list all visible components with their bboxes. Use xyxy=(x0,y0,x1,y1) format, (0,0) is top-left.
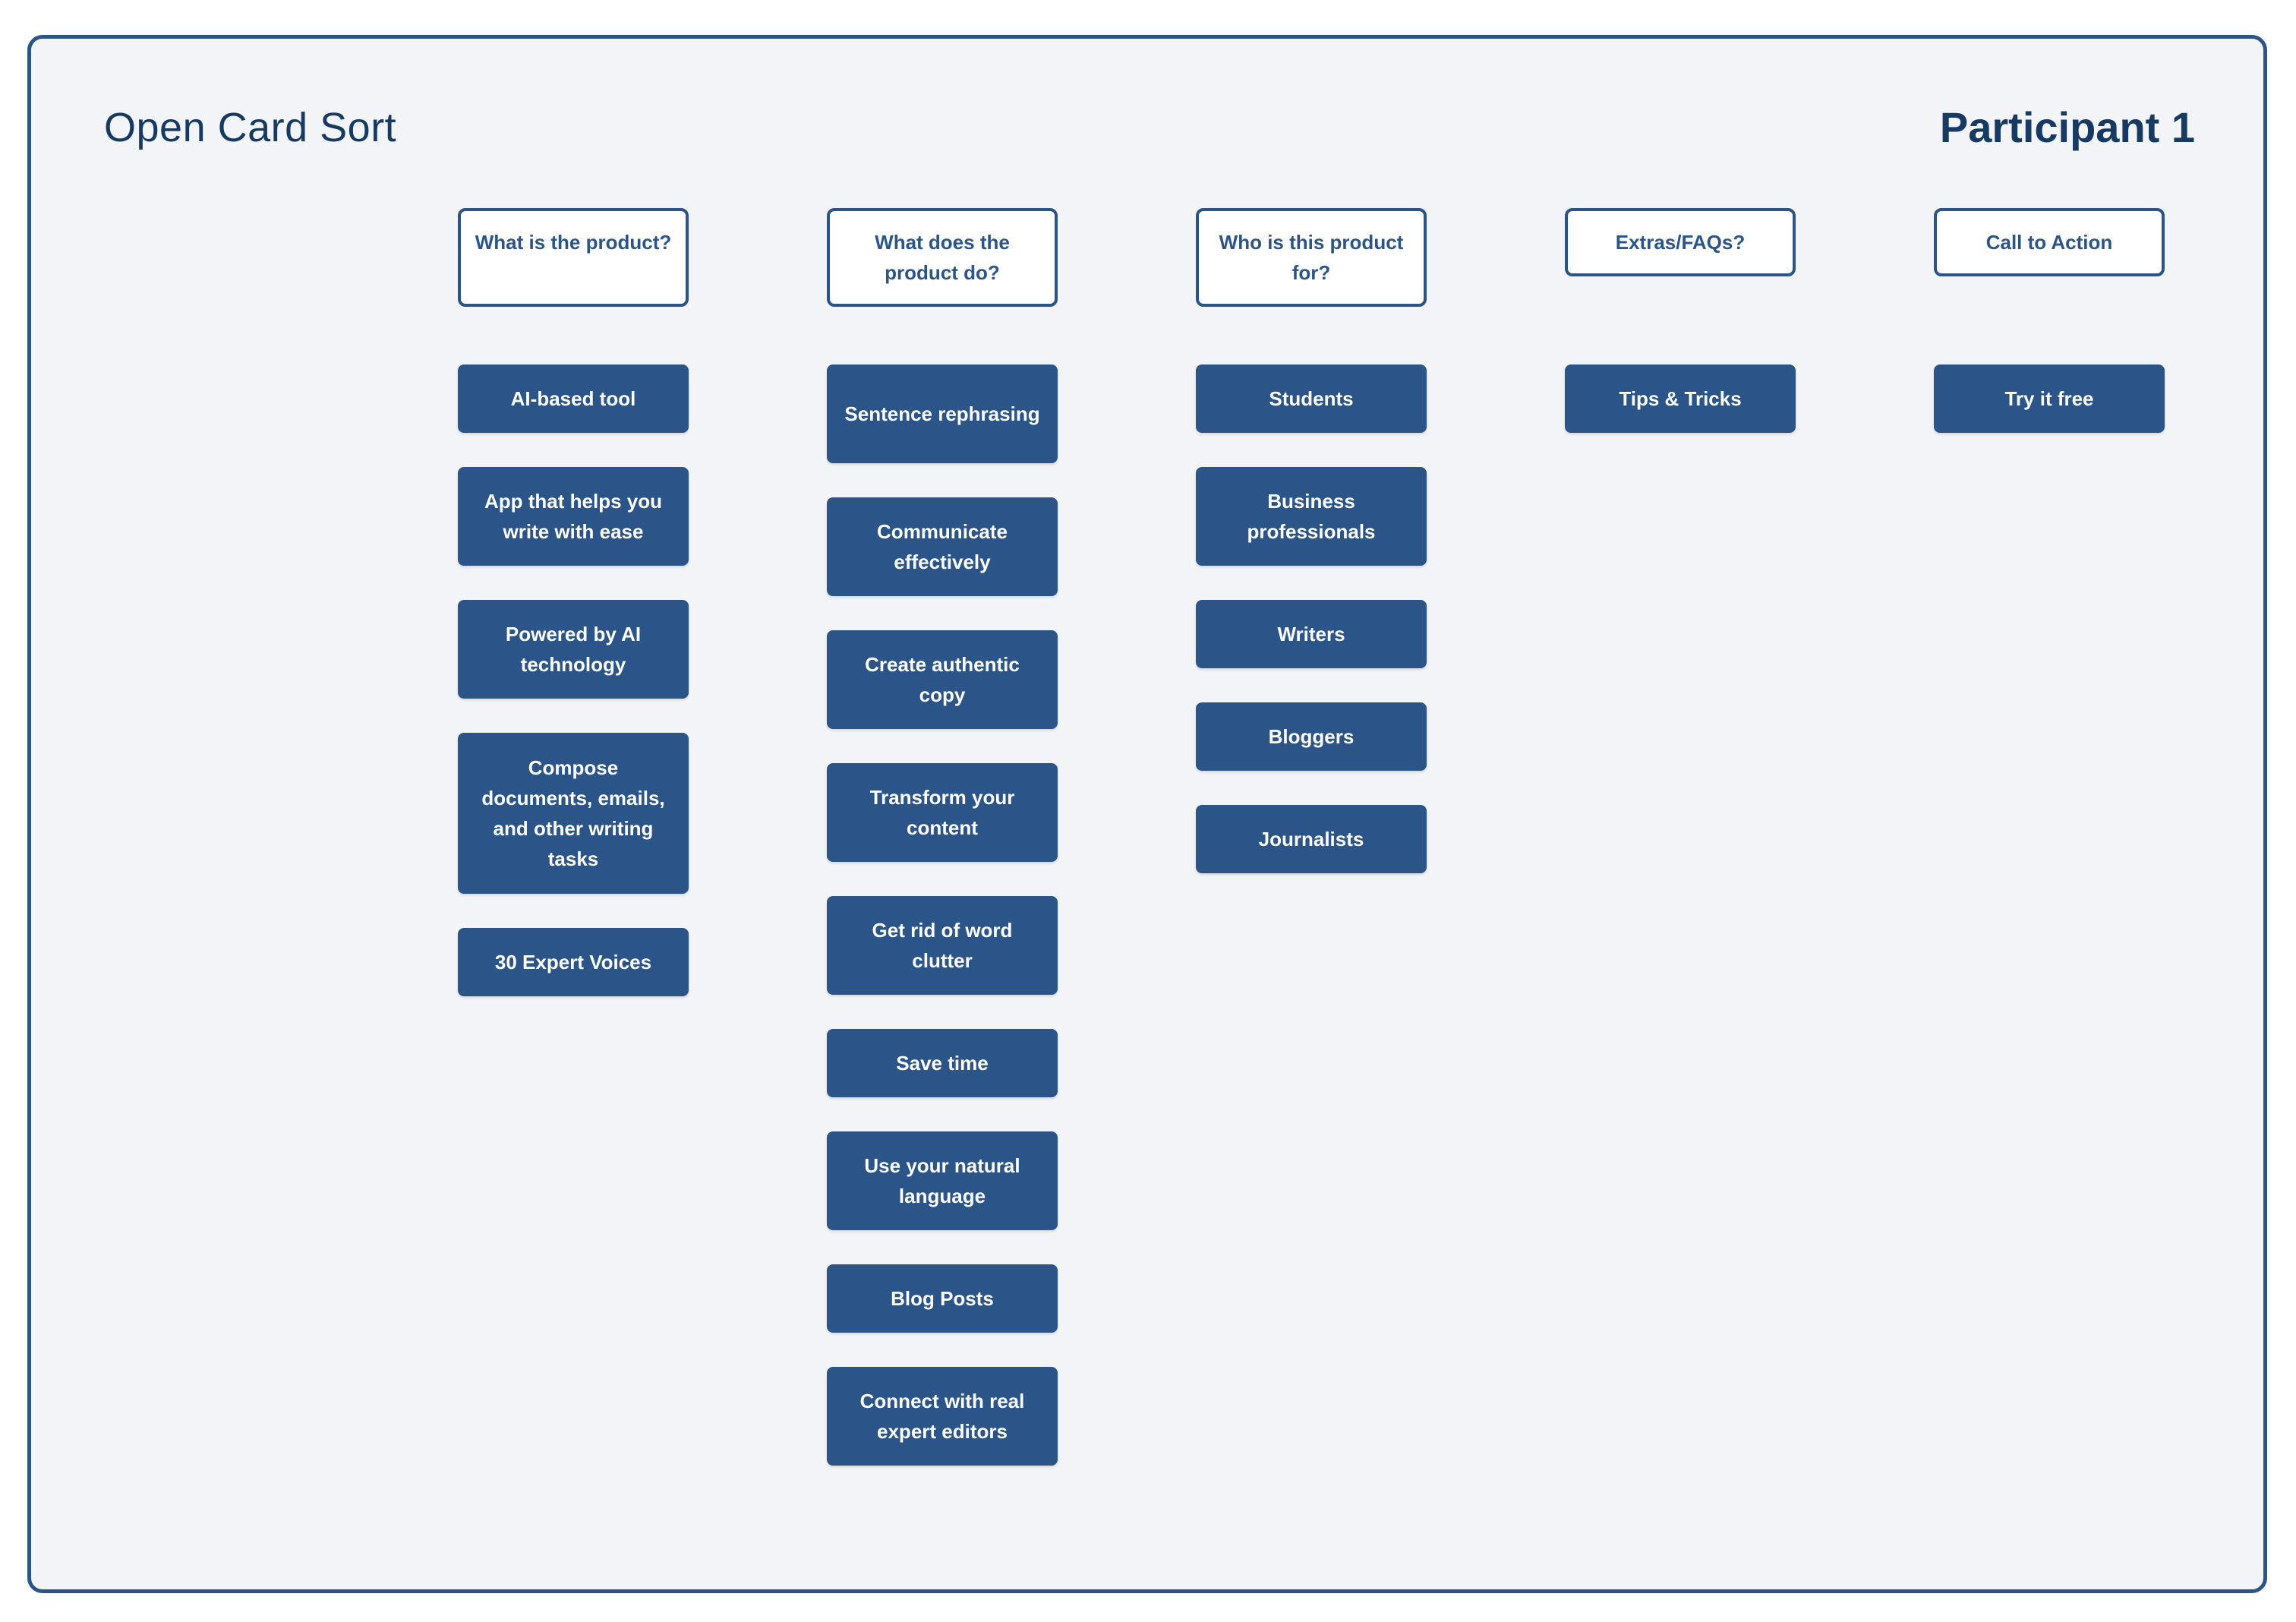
sort-card[interactable]: Connect with real expert editors xyxy=(827,1367,1058,1466)
card-stack: AI-based tool App that helps you write w… xyxy=(458,364,689,996)
sort-card[interactable]: Try it free xyxy=(1934,364,2165,433)
card-stack: Sentence rephrasing Communicate effectiv… xyxy=(827,364,1058,1466)
sort-card[interactable]: Compose documents, emails, and other wri… xyxy=(458,733,689,894)
category-header[interactable]: Call to Action xyxy=(1934,208,2165,276)
category-header[interactable]: Extras/FAQs? xyxy=(1565,208,1796,276)
category-header[interactable]: What does the product do? xyxy=(827,208,1058,307)
sort-card[interactable]: App that helps you write with ease xyxy=(458,467,689,566)
column-call-to-action: Call to Action Try it free xyxy=(1934,208,2165,433)
card-sort-board: Open Card Sort Participant 1 xyxy=(27,35,2267,1593)
sort-card[interactable]: Save time xyxy=(827,1029,1058,1097)
column-what-is-product: What is the product? AI-based tool App t… xyxy=(458,208,689,996)
board-title: Open Card Sort xyxy=(104,105,397,150)
sort-card[interactable]: Transform your content xyxy=(827,763,1058,862)
sort-card[interactable]: Blog Posts xyxy=(827,1264,1058,1333)
sort-card[interactable]: Writers xyxy=(1196,600,1427,668)
column-what-product-does: What does the product do? Sentence rephr… xyxy=(827,208,1058,1466)
sort-card[interactable]: Use your natural language xyxy=(827,1131,1058,1230)
sort-card[interactable]: Create authentic copy xyxy=(827,630,1058,729)
sort-card[interactable]: Journalists xyxy=(1196,805,1427,873)
sort-card[interactable]: Powered by AI technology xyxy=(458,600,689,699)
sort-card[interactable]: Sentence rephrasing xyxy=(827,364,1058,463)
participant-label: Participant 1 xyxy=(1939,103,2195,151)
sort-card[interactable]: Communicate effectively xyxy=(827,497,1058,596)
category-header[interactable]: What is the product? xyxy=(458,208,689,307)
sort-card[interactable]: Business professionals xyxy=(1196,467,1427,566)
column-extras-faqs: Extras/FAQs? Tips & Tricks xyxy=(1565,208,1796,433)
sort-card[interactable]: 30 Expert Voices xyxy=(458,928,689,996)
sort-card[interactable]: Get rid of word clutter xyxy=(827,896,1058,995)
category-header[interactable]: Who is this product for? xyxy=(1196,208,1427,307)
column-who-is-product-for: Who is this product for? Students Busine… xyxy=(1196,208,1427,873)
sort-card[interactable]: Students xyxy=(1196,364,1427,433)
sort-card[interactable]: Bloggers xyxy=(1196,702,1427,771)
card-stack: Tips & Tricks xyxy=(1565,364,1796,433)
sort-card[interactable]: AI-based tool xyxy=(458,364,689,433)
card-stack: Try it free xyxy=(1934,364,2165,433)
sort-card[interactable]: Tips & Tricks xyxy=(1565,364,1796,433)
card-stack: Students Business professionals Writers … xyxy=(1196,364,1427,873)
